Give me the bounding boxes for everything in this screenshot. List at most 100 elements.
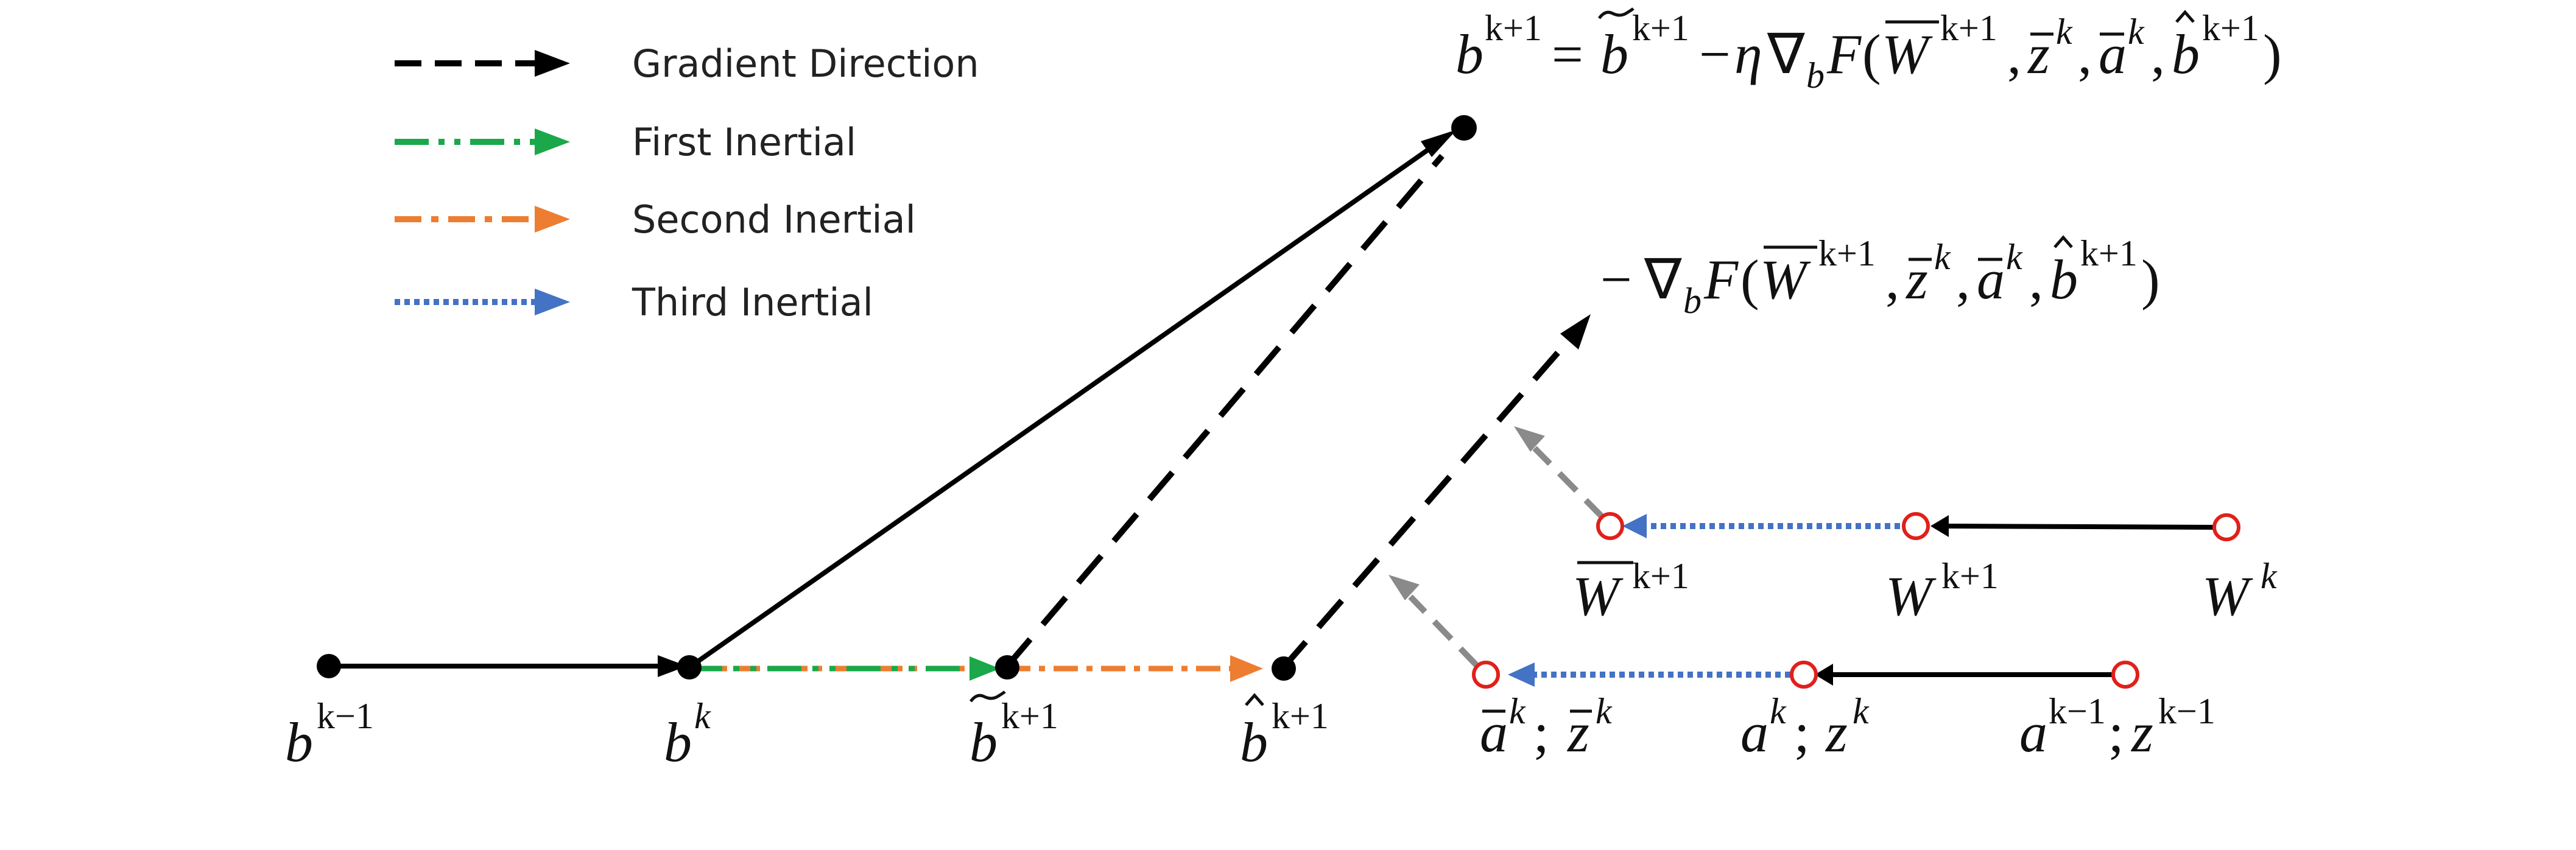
label-b-tilde-base: b bbox=[970, 711, 998, 773]
eq-top-sub: b bbox=[1806, 55, 1825, 96]
label-b-hat-sup: k+1 bbox=[1272, 696, 1329, 736]
label-W-k-sup: k bbox=[2261, 556, 2278, 596]
legend-gradient-label: Gradient Direction bbox=[632, 41, 979, 86]
eq-grad-comma-1: , bbox=[1885, 248, 1899, 311]
eq-grad-comma-2: , bbox=[1956, 248, 1970, 311]
gray-arrow-W-head bbox=[1514, 426, 1545, 452]
gray-arrow-a-head bbox=[1388, 575, 1420, 600]
legend-third-label: Third Inertial bbox=[632, 280, 873, 325]
equation-update: b k+1 = b k+1 − η ∇ b F ( W k+1 , z k , … bbox=[1455, 7, 2282, 96]
node-b-next bbox=[1451, 115, 1477, 141]
eq-top-hb: b bbox=[2172, 23, 2200, 85]
gradient-arrow-bhat bbox=[1280, 335, 1574, 671]
node-labels: b k−1 b k b k+1 b k+1 a k ; z k bbox=[285, 556, 2278, 773]
eq-top-F: F bbox=[1826, 23, 1862, 85]
node-a-prev bbox=[2111, 661, 2139, 689]
eq-top-W: W bbox=[1882, 23, 1933, 85]
label-W-k: W k bbox=[2202, 556, 2278, 627]
arrow-Wk-to-Wk1 bbox=[1948, 524, 2214, 530]
node-b-tilde bbox=[995, 655, 1019, 680]
label-b-tilde: b k+1 bbox=[969, 690, 1058, 773]
hat-mark bbox=[1245, 693, 1264, 706]
legend-first-label: First Inertial bbox=[632, 120, 856, 164]
label-b-prev: b k−1 bbox=[285, 696, 374, 773]
legend-second-arrowhead bbox=[535, 206, 570, 233]
eq-top-z-sup: k bbox=[2056, 12, 2073, 52]
eq-grad-W-sup: k+1 bbox=[1818, 233, 1876, 273]
b-row bbox=[317, 115, 1591, 682]
third-inertial-a-head bbox=[1508, 662, 1535, 687]
label-a-prev-sep: ; bbox=[2108, 701, 2124, 764]
label-b-hat: b k+1 bbox=[1240, 693, 1329, 773]
arrow-bk-to-bnext-head bbox=[1421, 130, 1457, 157]
second-inertial-arrowhead bbox=[1230, 655, 1263, 682]
eq-grad-nabla: ∇ bbox=[1644, 248, 1682, 311]
eq-grad-z: z bbox=[1905, 248, 1928, 311]
eq-grad-close: ) bbox=[2141, 248, 2160, 311]
first-inertial-arrowhead bbox=[970, 656, 1000, 681]
eq-top-tilde bbox=[1597, 7, 1635, 19]
eq-top-hat bbox=[2175, 10, 2195, 23]
eq-grad-F: F bbox=[1703, 248, 1739, 311]
label-a-bar-z-bar: a k ; z k bbox=[1480, 691, 1613, 764]
eq-top-open: ( bbox=[1862, 23, 1881, 85]
gradient-arrow-bhat-head bbox=[1560, 314, 1591, 349]
arrow-bk-to-bnext bbox=[688, 140, 1440, 670]
eq-top-hb-sup: k+1 bbox=[2202, 8, 2259, 48]
arrow-bprev-to-bk-head bbox=[658, 655, 687, 677]
label-a-k-sep: ; bbox=[1794, 701, 1810, 764]
eq-top-lhs: b bbox=[1455, 23, 1483, 85]
node-W-bar bbox=[1596, 512, 1624, 540]
eq-top-lhs-sup: k+1 bbox=[1485, 8, 1542, 48]
label-z-bar: z bbox=[1566, 701, 1589, 764]
legend-item-second: Second Inertial bbox=[395, 197, 916, 242]
arrow-aprev-to-ak-head bbox=[1815, 664, 1833, 686]
label-a-prev-z-prev: a k−1 ; z k−1 bbox=[2019, 691, 2215, 764]
W-row bbox=[1514, 426, 2240, 541]
label-b-k: b k bbox=[664, 696, 711, 773]
label-b-k-base: b bbox=[664, 711, 692, 773]
label-W-bar: W k+1 bbox=[1572, 556, 1689, 627]
label-a-prev: a bbox=[2019, 701, 2047, 764]
eq-top-nabla: ∇ bbox=[1767, 23, 1805, 85]
legend-first-arrowhead bbox=[535, 128, 570, 155]
eq-top-eta: η bbox=[1734, 23, 1762, 85]
label-W-k1-base: W bbox=[1885, 565, 1937, 627]
label-a-bar-sup: k bbox=[1509, 691, 1526, 731]
label-W-k1: W k+1 bbox=[1885, 556, 1999, 627]
node-b-k bbox=[677, 655, 702, 680]
label-a-k: a bbox=[1740, 701, 1768, 764]
eq-grad-a-sup: k bbox=[2006, 237, 2023, 277]
arrow-Wk-to-Wk1-head bbox=[1930, 515, 1949, 537]
label-a-prev-sup: k−1 bbox=[2049, 691, 2106, 731]
tilde-mark bbox=[969, 690, 1006, 703]
eq-grad-minus: − bbox=[1600, 248, 1632, 311]
eq-top-a-sup: k bbox=[2128, 12, 2145, 52]
node-a-bar bbox=[1472, 661, 1500, 689]
label-a-bar: a bbox=[1480, 701, 1508, 764]
gray-arrow-W bbox=[1532, 446, 1605, 520]
label-a-k-z-k: a k ; z k bbox=[1740, 691, 1870, 764]
eq-top-z: z bbox=[2027, 23, 2050, 85]
eq-grad-hb: b bbox=[2050, 248, 2078, 311]
eq-grad-comma-3: , bbox=[2029, 248, 2043, 311]
label-b-k-sup: k bbox=[694, 696, 711, 736]
label-z-prev-sup: k−1 bbox=[2158, 691, 2215, 731]
eq-top-tb-sup: k+1 bbox=[1632, 8, 1689, 48]
label-z-prev: z bbox=[2130, 701, 2153, 764]
eq-grad-open: ( bbox=[1740, 248, 1759, 311]
label-W-bar-sup: k+1 bbox=[1632, 556, 1689, 596]
third-inertial-W-head bbox=[1622, 514, 1647, 538]
eq-top-comma-2: , bbox=[2078, 23, 2092, 85]
eq-top-comma-1: , bbox=[2007, 23, 2021, 85]
node-b-hat bbox=[1272, 656, 1296, 681]
eq-grad-hat bbox=[2053, 235, 2073, 248]
gray-arrow-a bbox=[1408, 594, 1480, 669]
eq-grad-sub: b bbox=[1683, 281, 1701, 321]
node-W-k bbox=[2212, 513, 2240, 541]
label-b-prev-sup: k−1 bbox=[317, 696, 374, 736]
node-W-k1 bbox=[1902, 512, 1930, 540]
label-z-k-sup: k bbox=[1853, 691, 1870, 731]
label-W-k-base: W bbox=[2202, 565, 2253, 627]
legend-item-first: First Inertial bbox=[395, 120, 856, 164]
